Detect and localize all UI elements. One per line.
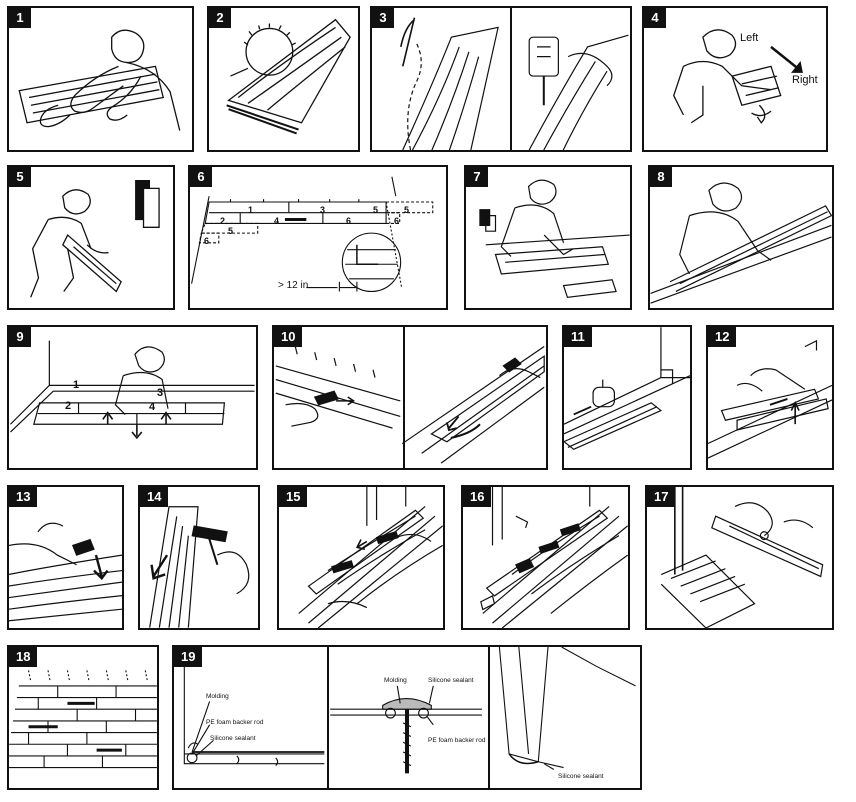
- step-19-silicone-mid-label: Silicone sealant: [428, 677, 474, 684]
- step-19-molding-mid-label: Molding: [384, 677, 407, 684]
- step-6-row-3-label: 3: [320, 205, 326, 215]
- step-10-divider: [403, 327, 405, 468]
- step-13-illustration-hammer-pull-bar: [9, 487, 122, 628]
- step-6-row-1-label: 1: [248, 205, 254, 215]
- step-2-number: 2: [209, 8, 231, 28]
- step-4-right-label: Right: [792, 74, 818, 86]
- step-11-panel: 11: [562, 325, 692, 470]
- step-19-number: 19: [174, 647, 203, 667]
- step-13-panel: 13: [7, 485, 124, 630]
- step-5-number: 5: [9, 167, 31, 187]
- step-6-panel: 6 1 2 3 4 5 6 5 6 5 6 > 12 in: [188, 165, 448, 310]
- step-15-number: 15: [279, 487, 308, 507]
- step-3-number: 3: [372, 8, 394, 28]
- step-18-illustration-finished-floor: [9, 647, 157, 788]
- step-6-row-6-label: 6: [346, 216, 352, 226]
- step-11-number: 11: [564, 327, 592, 347]
- step-1-panel: 1: [7, 6, 194, 152]
- step-11-illustration-last-row: [564, 327, 690, 468]
- step-6-row-5c-label: 5: [404, 205, 410, 215]
- step-3-illustration-scribe-and-jigsaw: [372, 8, 630, 150]
- step-12-illustration-measure-cut: [708, 327, 832, 468]
- step-9-row-2-label: 2: [65, 400, 72, 412]
- step-14-number: 14: [140, 487, 169, 507]
- step-16-number: 16: [463, 487, 492, 507]
- step-17-panel: 17: [645, 485, 834, 630]
- step-14-illustration-side-hammer: [140, 487, 258, 628]
- step-12-number: 12: [708, 327, 737, 347]
- step-16-illustration-doorframe-tap: [463, 487, 628, 628]
- step-6-row-5b-label: 5: [228, 226, 234, 236]
- step-18-number: 18: [9, 647, 38, 667]
- step-18-panel: 18: [7, 645, 159, 790]
- step-19-divider-1: [327, 647, 329, 788]
- step-1-number: 1: [9, 8, 31, 28]
- step-5-illustration-spacers: [9, 167, 173, 308]
- step-14-panel: 14: [138, 485, 260, 630]
- step-5-panel: 5: [7, 165, 175, 310]
- step-9-row-3-label: 3: [157, 387, 164, 399]
- step-15-panel: 15: [277, 485, 445, 630]
- step-19-panel: 19 Molding PE foam backer r: [172, 645, 642, 790]
- step-19-pe-foam-label: PE foam backer rod: [206, 719, 264, 726]
- step-6-row-4-label: 4: [274, 216, 280, 226]
- step-4-illustration-direction: [644, 8, 826, 150]
- step-3-divider: [510, 8, 512, 150]
- step-19-illustration-expansion-gaps: [174, 647, 640, 788]
- step-7-panel: 7: [464, 165, 632, 310]
- step-12-panel: 12: [706, 325, 834, 470]
- step-8-panel: 8: [648, 165, 834, 310]
- step-8-number: 8: [650, 167, 672, 187]
- step-10-number: 10: [274, 327, 303, 347]
- step-2-illustration-saw-cut: [209, 8, 358, 150]
- step-9-number: 9: [9, 327, 31, 347]
- step-4-panel: 4 Left Right: [642, 6, 828, 152]
- step-15-illustration-doorframe-install: [279, 487, 443, 628]
- step-4-number: 4: [644, 8, 666, 28]
- step-10-panel: 10: [272, 325, 548, 470]
- step-3-panel: 3: [370, 6, 632, 152]
- step-1-illustration-plank-inspection: [9, 8, 192, 150]
- step-2-panel: 2: [207, 6, 360, 152]
- step-16-panel: 16: [461, 485, 630, 630]
- step-9-illustration-row-connection: [9, 327, 256, 468]
- step-8-illustration-angle-click: [650, 167, 832, 308]
- step-19-divider-2: [488, 647, 490, 788]
- step-13-number: 13: [9, 487, 38, 507]
- step-6-gap-label: > 12 in: [278, 280, 309, 291]
- step-4-left-label: Left: [740, 32, 759, 44]
- step-19-silicone-label: Silicone sealant: [210, 735, 256, 742]
- step-6-row-2-label: 2: [220, 216, 226, 226]
- step-6-row-6b-label: 6: [204, 236, 210, 246]
- step-9-row-4-label: 4: [149, 401, 156, 413]
- step-6-number: 6: [190, 167, 212, 187]
- step-6-row-6c-label: 6: [394, 216, 400, 226]
- step-7-illustration-first-row: [466, 167, 630, 308]
- step-6-illustration-row-layout: [190, 167, 446, 308]
- step-17-number: 17: [647, 487, 676, 507]
- step-19-pe-foam-mid-label: PE foam backer rod: [428, 737, 486, 744]
- step-9-panel: 9 1 2 3 4: [7, 325, 258, 470]
- step-9-row-1-label: 1: [73, 379, 80, 391]
- step-10-illustration-tapping-block: [274, 327, 546, 468]
- step-6-row-5-label: 5: [373, 205, 379, 215]
- step-19-molding-label: Molding: [206, 693, 229, 700]
- step-17-illustration-pipe-cutout: [647, 487, 832, 628]
- step-7-number: 7: [466, 167, 488, 187]
- step-19-silicone-right-label: Silicone sealant: [558, 773, 604, 780]
